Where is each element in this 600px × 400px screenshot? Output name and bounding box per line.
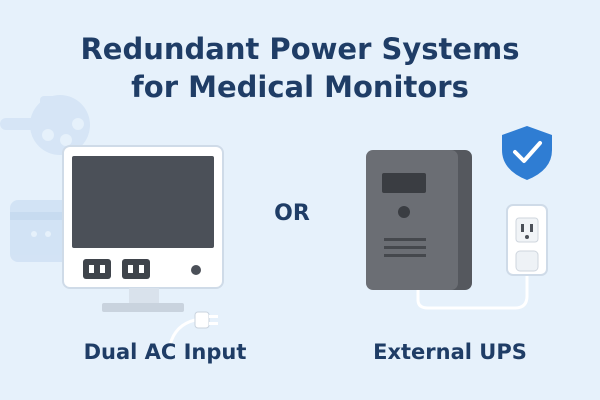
title-line-2: for Medical Monitors xyxy=(131,70,469,104)
power-cord xyxy=(416,275,529,310)
external-ups-label: External UPS xyxy=(373,340,527,364)
wall-outlet-icon xyxy=(506,204,548,276)
power-plug-icon xyxy=(168,311,218,346)
page-title: Redundant Power Systems for Medical Moni… xyxy=(0,30,600,106)
title-line-1: Redundant Power Systems xyxy=(80,32,520,66)
surgical-lamp-icon xyxy=(0,95,90,155)
separator-text: OR xyxy=(274,201,310,226)
dual-ac-input-label: Dual AC Input xyxy=(83,340,247,364)
ups-icon xyxy=(366,150,472,290)
background-device-icon xyxy=(10,200,78,262)
monitor-icon xyxy=(62,145,224,312)
shield-check-icon xyxy=(502,126,552,180)
